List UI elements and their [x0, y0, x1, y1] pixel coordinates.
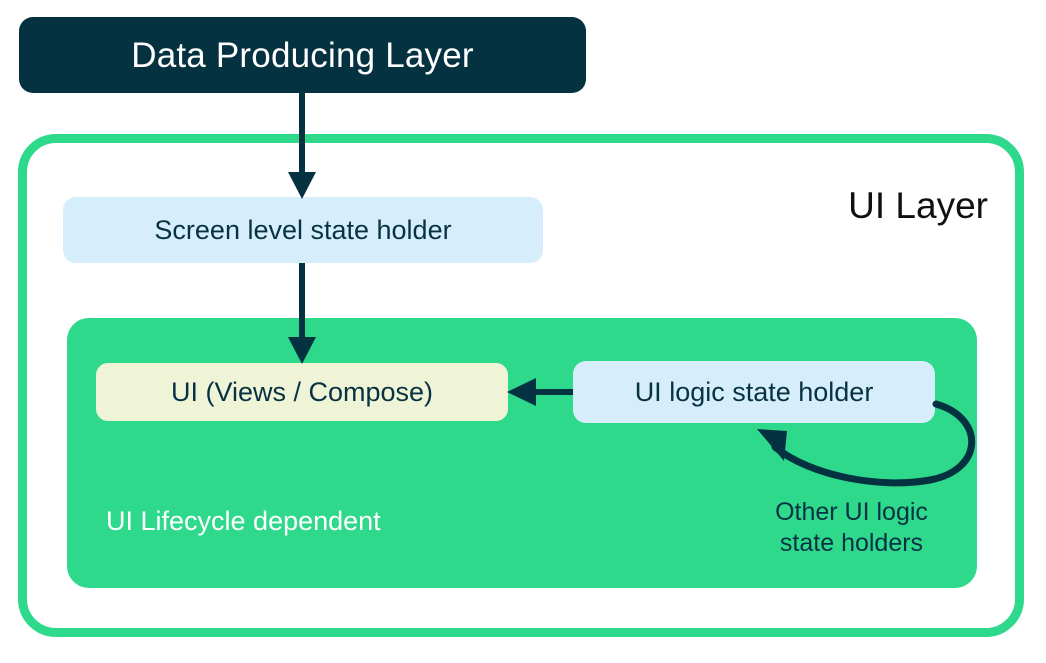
screen-level-state-holder-node: Screen level state holder: [63, 197, 543, 263]
ui-layer-title: UI Layer: [848, 185, 988, 226]
data-producing-layer-label: Data Producing Layer: [131, 35, 474, 75]
ui-logic-state-holder-node: UI logic state holder: [573, 361, 935, 423]
ui-lifecycle-dependent-label: UI Lifecycle dependent: [106, 506, 381, 536]
other-ui-logic-state-holders-line2: state holders: [779, 528, 924, 557]
ui-views-compose-label: UI (Views / Compose): [170, 376, 434, 407]
other-ui-logic-state-holders-line1: Other UI logic: [775, 498, 928, 526]
screen-level-state-holder-label: Screen level state holder: [154, 214, 452, 245]
ui-logic-state-holder-label: UI logic state holder: [634, 376, 874, 407]
other-ui-logic-state-holders-caption: Other UI logic state holders: [744, 497, 959, 558]
data-producing-layer-node: Data Producing Layer: [19, 17, 586, 93]
ui-views-compose-node: UI (Views / Compose): [96, 363, 508, 421]
